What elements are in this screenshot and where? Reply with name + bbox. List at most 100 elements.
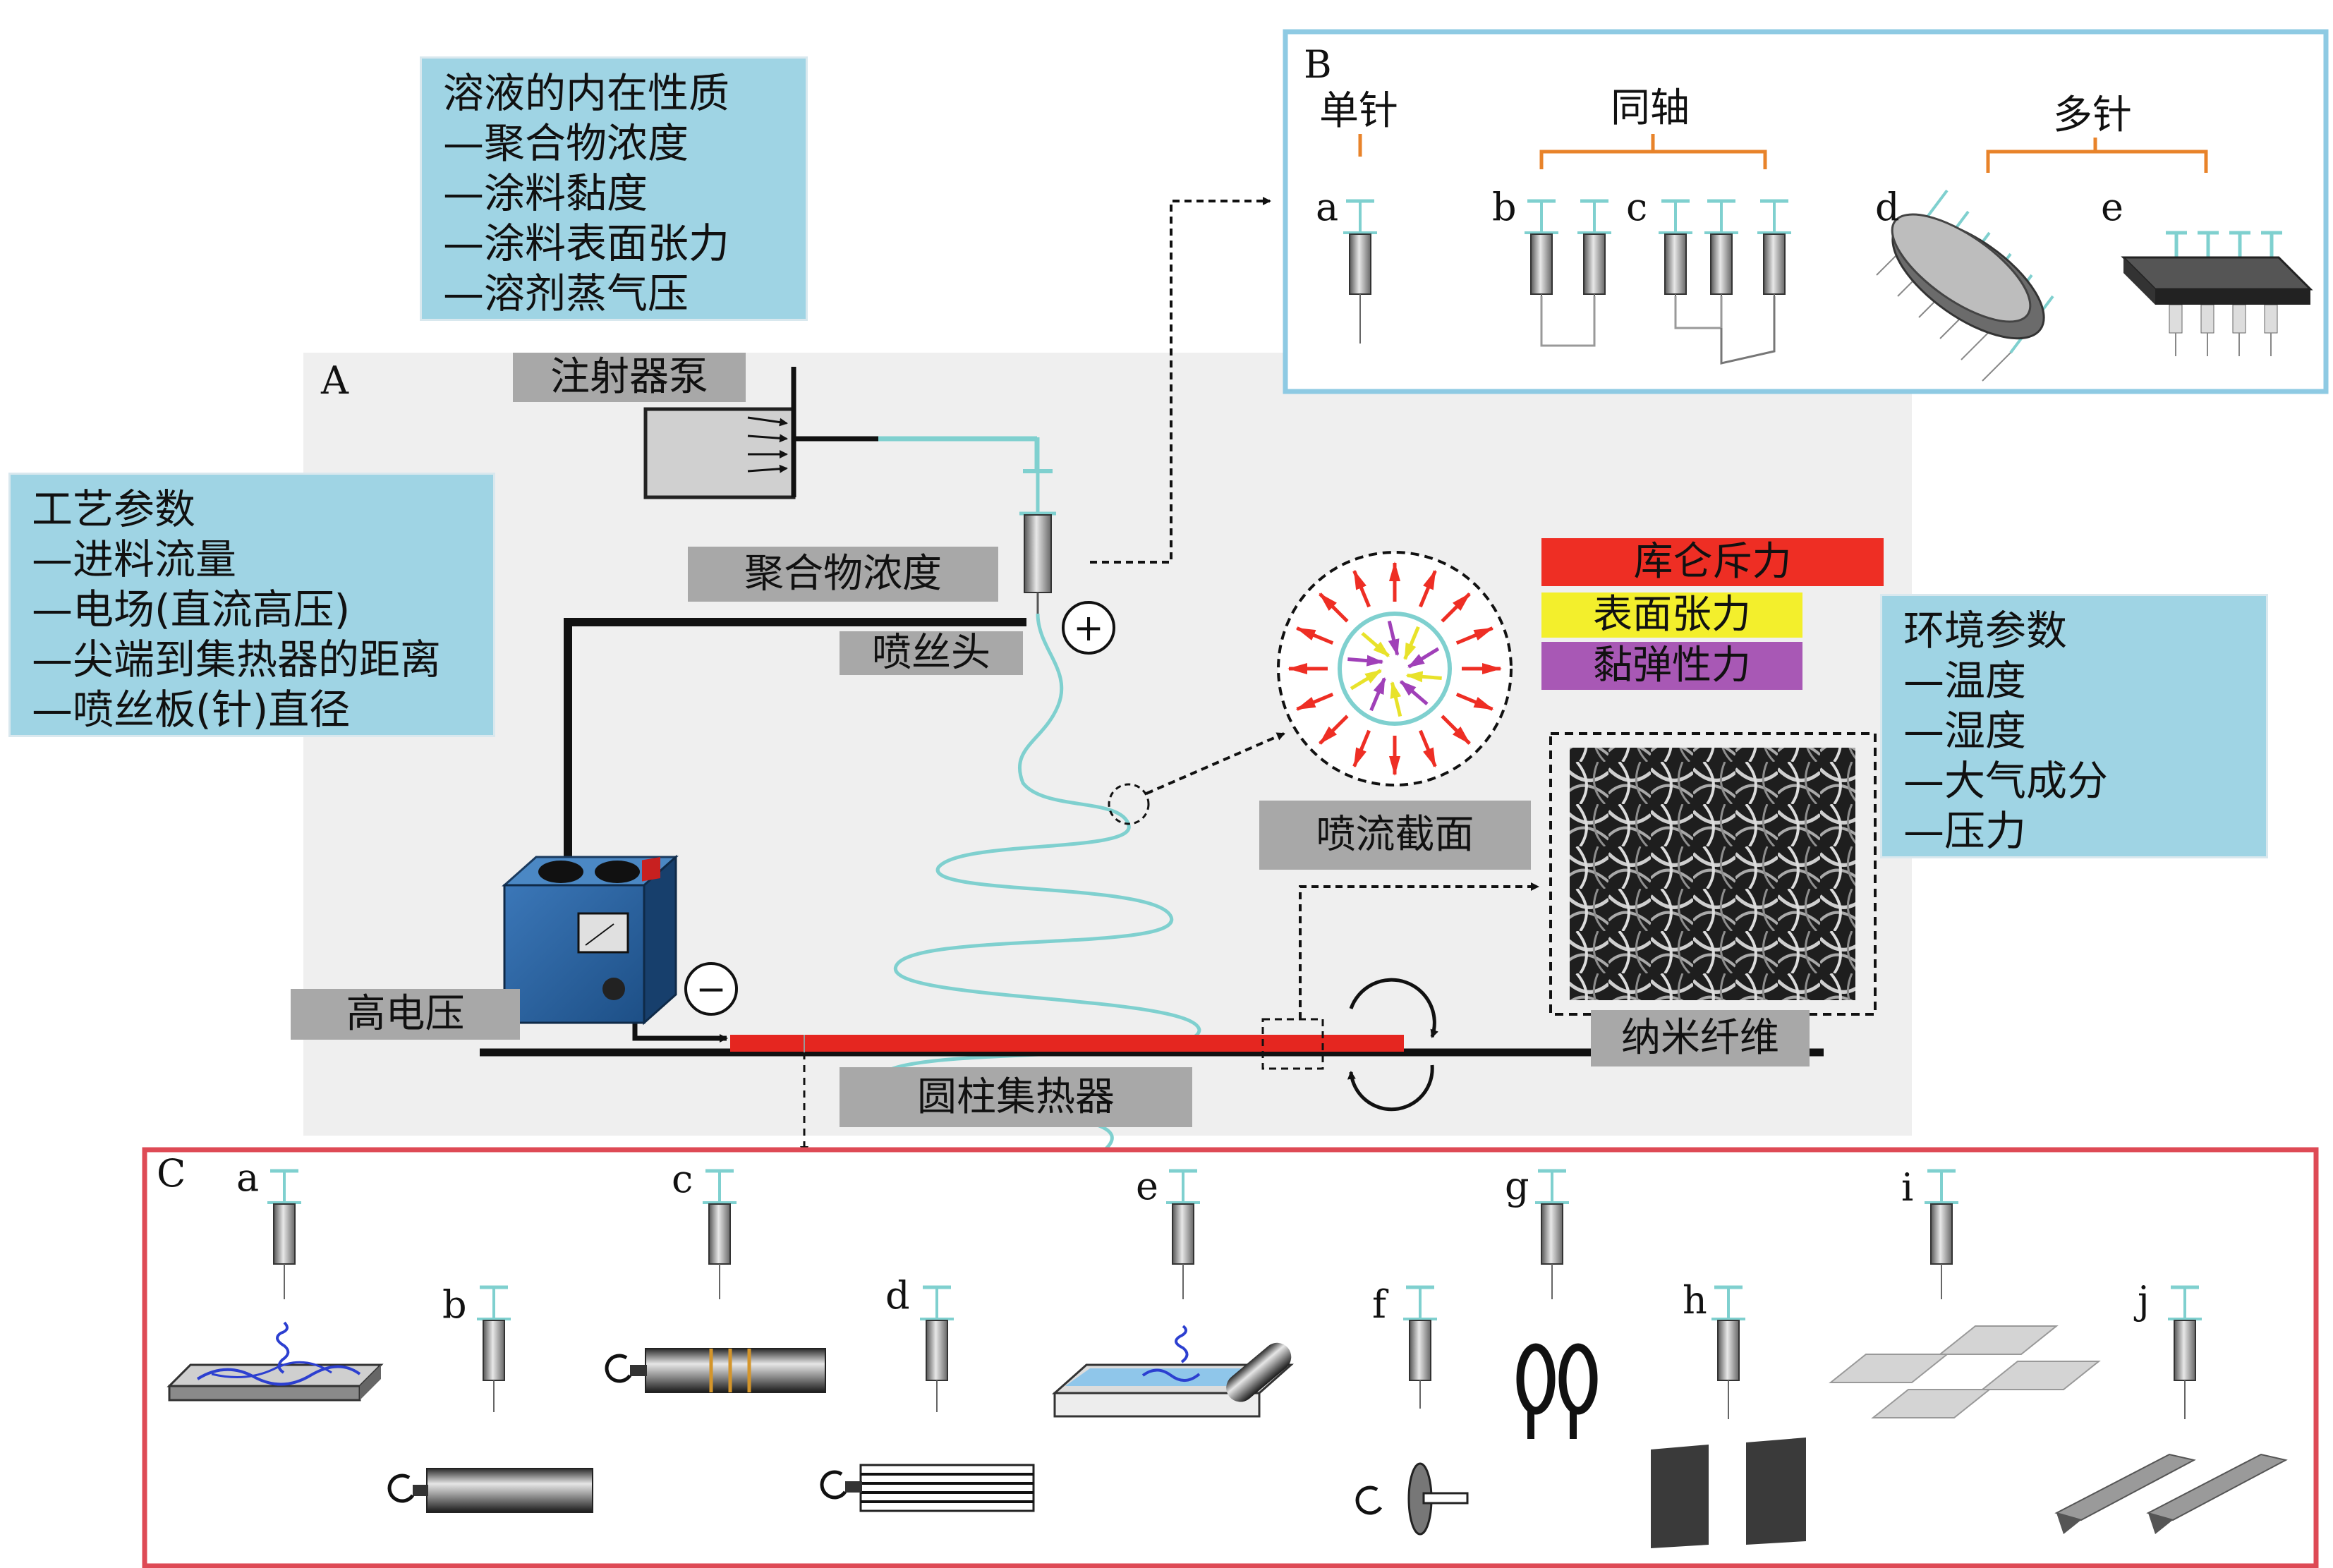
surface-tension-arrow (1361, 631, 1390, 657)
panel-c-sub-a: a (236, 1155, 260, 1200)
main-syringe (1019, 466, 1056, 614)
panel-b-sub-d: d (1875, 185, 1900, 229)
high-voltage-label: 高电压 (291, 989, 520, 1040)
syringe-icon (703, 1169, 737, 1299)
viscoelastic-force-arrow (1369, 676, 1386, 712)
rotating-disc-collector (1355, 1462, 1469, 1536)
panel-c-sub-d: d (885, 1273, 910, 1318)
coulomb-force-arrow (1441, 715, 1471, 745)
viscoelastic-force-arrow (1407, 647, 1440, 669)
syringe-icon (1659, 199, 1692, 322)
single-needle-title: 单针 (1319, 88, 1398, 134)
rotating-drum-collector (387, 1468, 593, 1513)
panel-b-frame (1283, 29, 2329, 394)
high-voltage-power-supply (502, 854, 679, 1026)
syringe-icon (1925, 1169, 1958, 1299)
surface-tension-arrow (1405, 671, 1442, 683)
solution-properties-box: 溶液的内在性质 —聚合物浓度 —涂料黏度 —涂料表面张力 —溶剂蒸气压 (420, 56, 808, 321)
polymer-jet (880, 613, 1201, 1155)
coulomb-force-arrow (1419, 729, 1437, 768)
panel-c-sub-e: e (1136, 1164, 1158, 1208)
viscoelastic-force-arrow (1399, 680, 1429, 706)
plus-sign: + (1073, 607, 1104, 650)
panel-c-sub-f: f (1372, 1282, 1386, 1327)
multi-needle-plate (2121, 256, 2313, 305)
panel-b-sub-b: b (1492, 185, 1517, 229)
force-viscoelastic-label: 黏弹性力 (1541, 642, 1802, 690)
coaxial-title: 同轴 (1611, 85, 1690, 131)
panel-b-sub-c: c (1626, 185, 1648, 229)
process-item: —尖端到集热器的距离 (32, 636, 442, 683)
coulomb-force-arrow (1455, 626, 1494, 645)
syringe-icon (1704, 199, 1738, 322)
syringe-icon (1535, 1169, 1569, 1299)
syringe-icon (1711, 1285, 1745, 1419)
polymer-concentration-label: 聚合物浓度 (688, 547, 998, 602)
jet-section-label: 喷流截面 (1259, 801, 1531, 870)
environment-box-title: 环境参数 (1903, 607, 2068, 655)
coulomb-force-arrow (1319, 715, 1349, 745)
process-parameters-box: 工艺参数 —进料流量 —电场(直流高压) —尖端到集热器的距离 —喷丝板(针)直… (8, 473, 495, 737)
coulomb-force-arrow (1441, 592, 1471, 623)
process-item: —进料流量 (32, 535, 237, 583)
rotation-arrows-icon (1347, 978, 1438, 1112)
patterned-plate-collector (1829, 1325, 2101, 1418)
panel-c-syringes (267, 1169, 2202, 1419)
process-item: —电场(直流高压) (32, 585, 351, 633)
panel-b-sub-e: e (2101, 185, 2123, 229)
nanofiber-label: 纳米纤维 (1591, 1010, 1810, 1066)
negative-electrode-icon (684, 962, 738, 1016)
coulomb-force-arrow (1419, 569, 1437, 608)
syringe-icon (1343, 199, 1377, 344)
multi-needle-title: 多针 (2053, 92, 2132, 138)
force-surface-tension-label: 表面张力 (1541, 592, 1802, 638)
panel-c-sub-h: h (1683, 1278, 1707, 1323)
panel-a-letter: A (321, 358, 349, 403)
solution-box-title: 溶液的内在性质 (443, 69, 730, 117)
panel-b-syringes (1343, 189, 2282, 382)
process-item: —喷丝板(针)直径 (32, 686, 351, 734)
nanofiber-sem-image (1570, 748, 1855, 1000)
syringe-pump-label: 注射器泵 (513, 353, 746, 402)
knife-edge-collector (2054, 1453, 2288, 1534)
viscoelastic-force-arrow (1347, 655, 1384, 667)
liquid-bath-collector (1052, 1325, 1294, 1418)
panel-c-sub-b: b (442, 1282, 467, 1327)
surface-tension-arrow (1350, 669, 1382, 691)
process-box-title: 工艺参数 (32, 485, 196, 533)
wire-drum-collector (820, 1464, 1035, 1512)
force-coulomb-label: 库仑斥力 (1541, 538, 1884, 586)
environment-parameters-box: 环境参数 —温度 —湿度 —大气成分 —压力 (1880, 594, 2268, 858)
flat-plate-collector (166, 1321, 384, 1402)
viscoelastic-force-arrow (1387, 620, 1400, 657)
solution-item: —聚合物浓度 (443, 119, 689, 167)
syringe-icon (2168, 1285, 2202, 1419)
syringe-icon (477, 1285, 511, 1412)
solution-item: —涂料表面张力 (443, 219, 730, 267)
panel-b-letter: B (1304, 42, 1332, 87)
panel-b-sub-a: a (1316, 185, 1339, 229)
spinneret-label: 喷丝头 (840, 631, 1023, 675)
coulomb-force-arrow (1319, 592, 1349, 623)
coulomb-force-arrow (1352, 729, 1371, 768)
multi-needle-disc (1891, 213, 2045, 340)
coulomb-force-arrow (1295, 626, 1334, 645)
surface-tension-arrow (1390, 681, 1402, 717)
environment-item: —压力 (1903, 807, 2027, 855)
surface-tension-arrow (1403, 626, 1420, 661)
positive-electrode-icon (1062, 601, 1115, 655)
environment-item: —大气成分 (1903, 757, 2109, 805)
collector-label: 圆柱集热器 (840, 1067, 1192, 1127)
syringe-icon (1166, 1169, 1200, 1299)
panel-c-sub-g: g (1505, 1164, 1529, 1208)
coulomb-force-arrow (1295, 693, 1334, 711)
coulomb-force-arrow (1455, 693, 1494, 711)
environment-item: —温度 (1903, 657, 2027, 705)
solution-item: —溶剂蒸气压 (443, 269, 689, 317)
environment-item: —湿度 (1903, 707, 2027, 755)
panel-c-letter: C (157, 1151, 186, 1196)
dual-ring-collector (1516, 1343, 1598, 1439)
parallel-plate-collector (1651, 1438, 1806, 1548)
